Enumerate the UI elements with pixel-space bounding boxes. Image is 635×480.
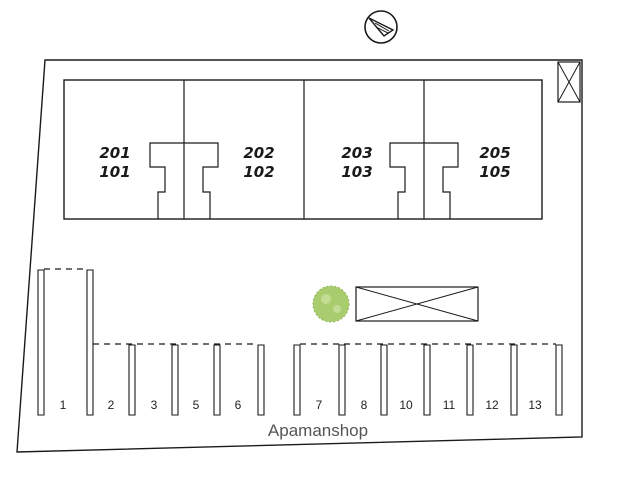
stall-divider (338, 344, 346, 416)
stall-divider (293, 344, 301, 416)
parking-space-label: 5 (193, 398, 200, 412)
unit-lower-label: 103 (341, 163, 372, 181)
stall-divider (86, 269, 94, 416)
stall-divider (466, 344, 474, 416)
north-arrow-icon (364, 10, 398, 44)
parking-space-label: 12 (485, 398, 499, 412)
unit-upper-label: 202 (243, 144, 274, 162)
stall-divider (380, 344, 388, 416)
parking-space-label: 3 (151, 398, 158, 412)
building: 201 101 202 102 203 103 205 105 (63, 79, 543, 220)
stall-divider (423, 344, 431, 416)
unit-upper-label: 201 (99, 144, 130, 162)
tree-icon (312, 285, 350, 323)
parking-space-label: 2 (108, 398, 115, 412)
stall-divider (128, 344, 136, 416)
stall-divider (257, 344, 265, 416)
stall-divider (37, 269, 45, 416)
staircase (389, 142, 459, 219)
parking-space-label: 6 (235, 398, 242, 412)
unit-lower-label: 102 (243, 163, 274, 181)
unit-upper-label: 203 (341, 144, 372, 162)
unit-upper-label: 205 (479, 144, 510, 162)
parking-space-label: 8 (361, 398, 368, 412)
parking-space-label: 10 (399, 398, 413, 412)
lot-boundary (16, 59, 583, 453)
stall-divider (510, 344, 518, 416)
storage-box-icon (355, 286, 479, 322)
stall-divider (213, 344, 221, 416)
unit-lower-label: 105 (479, 163, 510, 181)
staircase (149, 142, 219, 219)
stall-divider (555, 344, 563, 416)
parking-space-label: 1 (60, 398, 67, 412)
parking-space-label: 11 (443, 398, 456, 412)
watermark-text: Apamanshop (268, 421, 368, 440)
parking-space-label: 13 (528, 398, 542, 412)
unit-lower-label: 101 (99, 163, 130, 181)
stall-divider (171, 344, 179, 416)
utility-box-icon (557, 61, 581, 103)
parking-space-label: 7 (316, 398, 323, 412)
